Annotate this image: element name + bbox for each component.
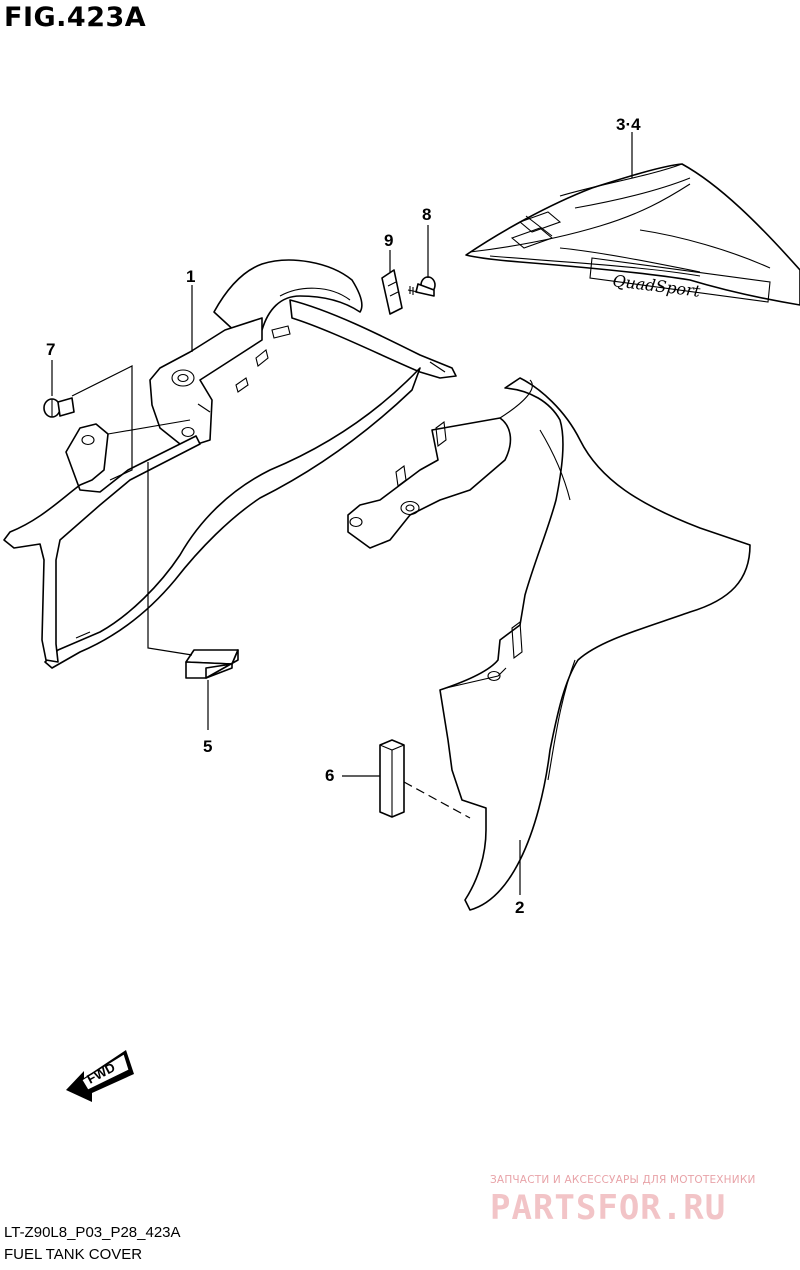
side-shroud-part-2 — [347, 377, 751, 911]
figure-title: FIG.423A — [4, 2, 147, 33]
front-cover-part-3-4: QuadSport — [465, 163, 800, 306]
callout-6: 6 — [325, 766, 334, 785]
callout-9: 9 — [384, 231, 393, 250]
callout-8: 8 — [422, 205, 431, 224]
callout-3-4: 3·4 — [616, 115, 641, 134]
cushion-part-6 — [379, 739, 405, 818]
cushion-part-5 — [185, 649, 239, 679]
nut-clip-part-9 — [381, 269, 403, 315]
fwd-arrow-icon: FWD — [66, 1050, 134, 1102]
frame-bracket-part-1 — [3, 259, 457, 669]
callout-5: 5 — [203, 737, 212, 756]
watermark-caption: ЗАПЧАСТИ И АКСЕССУАРЫ ДЛЯ МОТОТЕХНИКИ — [490, 1174, 756, 1186]
callout-1: 1 — [186, 267, 195, 286]
leader-lines — [51, 132, 633, 895]
section-name: FUEL TANK COVER — [4, 1246, 143, 1263]
callout-2: 2 — [515, 898, 524, 917]
screw-part-8 — [407, 276, 436, 297]
callout-7: 7 — [46, 340, 55, 359]
model-code: LT-Z90L8_P03_P28_423A — [4, 1224, 181, 1241]
watermark-brand: PARTSFOR.RU — [490, 1188, 727, 1228]
clip-part-7 — [43, 397, 75, 418]
